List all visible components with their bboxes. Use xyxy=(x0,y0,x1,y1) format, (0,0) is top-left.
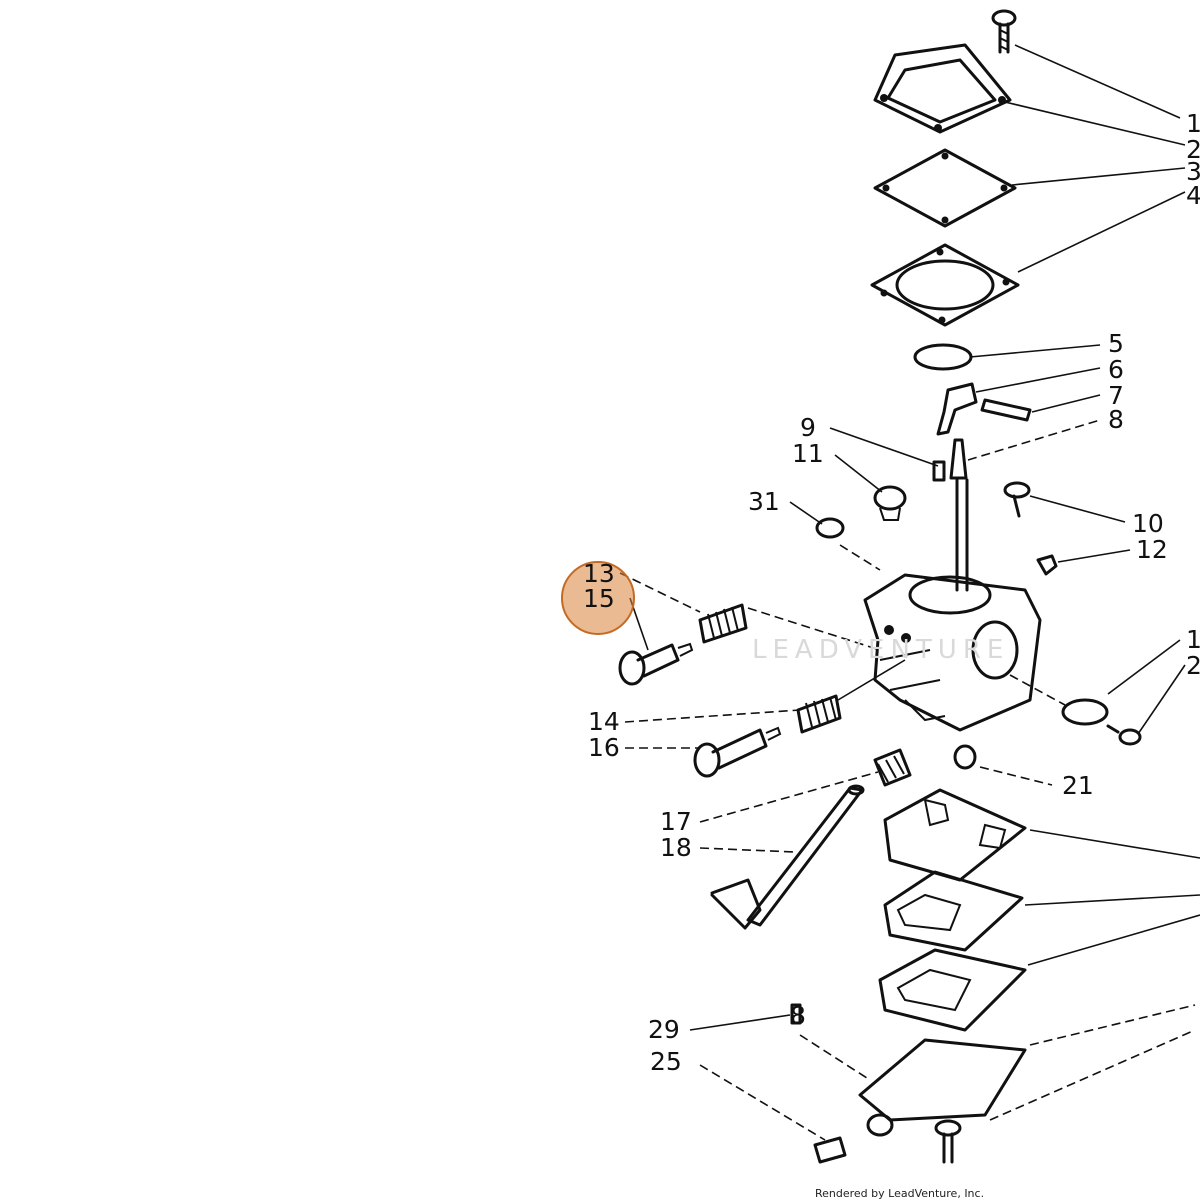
callout-1[interactable]: 1 xyxy=(1186,109,1200,138)
part-diaphragm-3 xyxy=(873,148,1017,228)
part-pump-cover-2 xyxy=(873,43,1012,134)
callout-15[interactable]: 15 xyxy=(583,584,615,613)
part-screw-25 xyxy=(813,1136,847,1164)
callout-16[interactable]: 16 xyxy=(588,733,620,762)
part-needle-16 xyxy=(693,726,782,778)
part-cap-31 xyxy=(815,517,845,539)
callout-11[interactable]: 11 xyxy=(792,439,824,468)
callout-labels: 1 2 3 4 5 6 7 8 9 11 31 10 12 13 15 1 2 … xyxy=(583,109,1200,1076)
watermark-text: LEADVENTURE xyxy=(752,635,1009,665)
part-pin-7 xyxy=(980,398,1032,422)
part-clip-12 xyxy=(1036,554,1058,576)
part-metering-cover xyxy=(883,788,1027,882)
part-screw-1 xyxy=(991,9,1017,54)
render-credit: Rendered by LeadVenture, Inc. xyxy=(815,1187,984,1200)
part-needle-15 xyxy=(618,642,694,686)
part-lever-18 xyxy=(710,784,865,930)
highlight-marker-15[interactable] xyxy=(561,561,635,635)
callout-5[interactable]: 5 xyxy=(1108,329,1124,358)
callout-10[interactable]: 10 xyxy=(1132,509,1164,538)
part-spring-14 xyxy=(796,694,842,734)
callout-3[interactable]: 3 xyxy=(1186,157,1200,186)
part-carb-body xyxy=(863,478,1042,732)
callout-12[interactable]: 12 xyxy=(1136,535,1168,564)
part-metering-gasket xyxy=(883,870,1024,952)
part-screw-bottom xyxy=(934,1119,962,1164)
callout-17[interactable]: 17 xyxy=(660,807,692,836)
callout-8b[interactable]: 8 xyxy=(790,1001,806,1030)
part-screw-20 xyxy=(1106,724,1142,746)
part-pump-body xyxy=(858,1038,1027,1137)
part-plug-21 xyxy=(953,744,977,770)
callout-19[interactable]: 1 xyxy=(1186,625,1200,654)
callout-9[interactable]: 9 xyxy=(800,413,816,442)
callout-2[interactable]: 2 xyxy=(1186,135,1200,164)
callout-18[interactable]: 18 xyxy=(660,833,692,862)
callout-6[interactable]: 6 xyxy=(1108,355,1124,384)
callout-8[interactable]: 8 xyxy=(1108,405,1124,434)
part-screw-10 xyxy=(1003,481,1031,518)
part-needle-8 xyxy=(949,438,968,480)
part-valve-19 xyxy=(1061,698,1109,726)
callout-7[interactable]: 7 xyxy=(1108,381,1124,410)
part-spring-9 xyxy=(932,460,946,482)
part-diaphragm-5 xyxy=(913,343,973,371)
leader-lines xyxy=(619,44,1200,1141)
callout-21[interactable]: 21 xyxy=(1062,771,1094,800)
callout-25[interactable]: 25 xyxy=(650,1047,682,1076)
callout-20[interactable]: 2 xyxy=(1186,651,1200,680)
callout-13[interactable]: 13 xyxy=(583,559,615,588)
callout-14[interactable]: 14 xyxy=(588,707,620,736)
part-lever-6 xyxy=(936,382,978,436)
callout-31[interactable]: 31 xyxy=(748,487,780,516)
part-metering-diaphragm xyxy=(878,948,1027,1032)
callout-4[interactable]: 4 xyxy=(1186,181,1200,210)
callout-29[interactable]: 29 xyxy=(648,1015,680,1044)
part-plug-11 xyxy=(873,485,907,521)
part-pin-29 xyxy=(790,1003,802,1025)
part-gasket-4 xyxy=(870,243,1020,327)
part-spring-17 xyxy=(873,748,912,787)
part-spring-13 xyxy=(698,603,748,644)
